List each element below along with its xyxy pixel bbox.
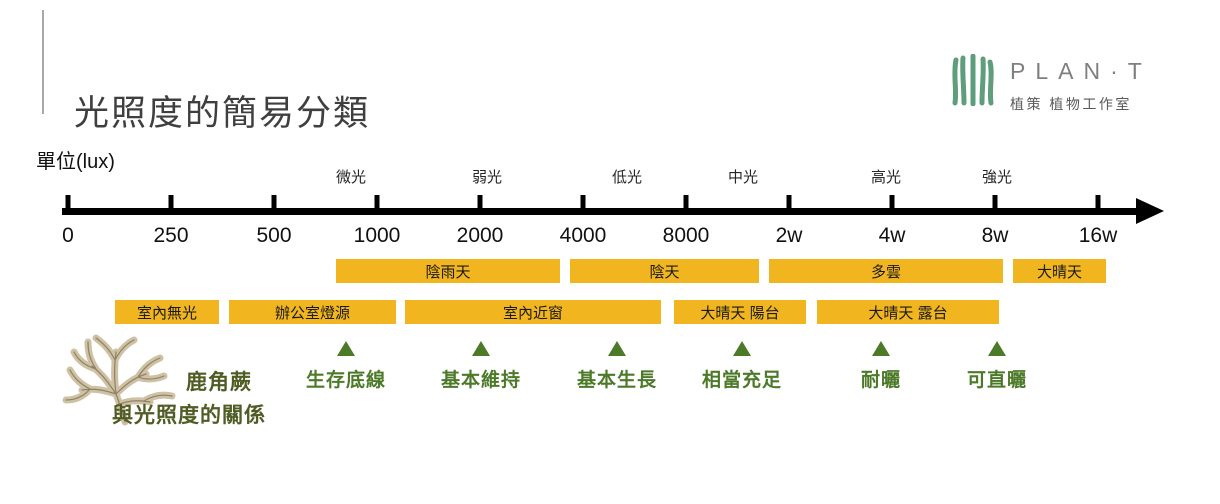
axis-tick — [374, 195, 380, 209]
axis-tick — [477, 195, 483, 209]
brand-logo: PLAN·T 植策 植物工作室 — [950, 54, 1152, 114]
axis-tick-label: 1000 — [353, 224, 401, 247]
light-level-label: 中光 — [727, 169, 759, 186]
light-level-label: 高光 — [870, 169, 902, 186]
threshold-label: 相當充足 — [701, 370, 783, 391]
axis-tick-label: 0 — [62, 224, 74, 247]
axis-tick — [580, 195, 586, 209]
accent-line — [42, 10, 44, 114]
axis-tick — [992, 195, 998, 209]
threshold-triangle-icon — [733, 341, 751, 356]
plant-logo-icon — [952, 54, 994, 106]
brand-text-block: PLAN·T 植策 植物工作室 — [1010, 54, 1152, 114]
axis-tick-label: 4000 — [559, 224, 607, 247]
weather-bar: 多雲 — [769, 259, 1003, 283]
axis-tick — [683, 195, 689, 209]
axis-unit-label: 單位(lux) — [36, 151, 115, 173]
axis-tick — [168, 195, 174, 209]
environment-bar: 大晴天 陽台 — [674, 300, 806, 324]
light-level-label: 強光 — [981, 169, 1013, 186]
threshold-label: 生存底線 — [305, 370, 387, 391]
axis-tick-label: 2000 — [456, 224, 504, 247]
axis-tick-label: 500 — [256, 224, 292, 247]
axis-tick — [786, 195, 792, 209]
threshold-triangle-icon — [988, 341, 1006, 356]
axis-tick — [889, 195, 895, 209]
light-level-label: 低光 — [611, 169, 643, 186]
light-level-label: 弱光 — [471, 169, 503, 186]
environment-bar: 辦公室燈源 — [229, 300, 396, 324]
axis-tick — [65, 195, 71, 209]
weather-bar: 陰雨天 — [336, 259, 560, 283]
threshold-triangle-icon — [608, 341, 626, 356]
threshold-label: 可直曬 — [966, 370, 1028, 391]
threshold-triangle-icon — [472, 341, 490, 356]
environment-bar: 室內無光 — [115, 300, 219, 324]
threshold-label: 基本生長 — [576, 370, 658, 391]
fern-subtitle: 與光照度的關係 — [112, 404, 266, 427]
axis-tick-label: 16w — [1078, 224, 1118, 247]
threshold-label: 耐曬 — [860, 370, 902, 391]
environment-bar: 大晴天 露台 — [817, 300, 999, 324]
axis-tick — [271, 195, 277, 209]
page-title: 光照度的簡易分類 — [74, 94, 371, 134]
axis-tick-label: 8000 — [662, 224, 710, 247]
threshold-triangle-icon — [337, 341, 355, 356]
brand-name: PLAN·T — [1010, 58, 1152, 84]
threshold-label: 基本維持 — [440, 370, 522, 391]
axis-tick-label: 2w — [775, 224, 803, 247]
fern-title: 鹿角蕨 — [186, 371, 252, 394]
light-level-label: 微光 — [335, 169, 367, 186]
axis-tick-label: 250 — [153, 224, 189, 247]
environment-bar: 室內近窗 — [405, 300, 661, 324]
weather-bar: 陰天 — [570, 259, 759, 283]
axis-tick — [1095, 195, 1101, 209]
axis-tick-label: 8w — [981, 224, 1009, 247]
threshold-triangle-icon — [872, 341, 890, 356]
weather-bar: 大晴天 — [1013, 259, 1106, 283]
axis-tick-label: 4w — [878, 224, 906, 247]
axis-line — [62, 208, 1142, 215]
axis-arrowhead-icon — [1136, 198, 1164, 224]
brand-subtitle: 植策 植物工作室 — [1010, 96, 1132, 112]
